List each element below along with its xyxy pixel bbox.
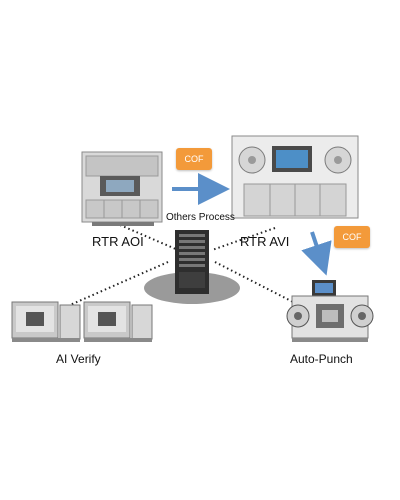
cof-badge-right: COF [334, 226, 370, 248]
flow-arrow-avi-to-punch [301, 231, 332, 276]
auto-punch-machine-icon [286, 280, 374, 342]
rtr-avi-label: RTR AVI [240, 234, 290, 249]
server-tower-icon [175, 230, 209, 294]
cof-badge-top: COF [176, 148, 212, 170]
rtr-aoi-label: RTR AOI [92, 234, 144, 249]
ai-verify-label: AI Verify [56, 352, 101, 366]
auto-punch-label: Auto-Punch [290, 352, 353, 366]
ai-verify-workstation-icon [11, 301, 153, 342]
rtr-aoi-machine-icon [81, 151, 163, 226]
dotted-connectors [69, 224, 296, 306]
rtr-avi-machine-icon [231, 135, 359, 219]
server-label: Others Process [166, 212, 235, 223]
